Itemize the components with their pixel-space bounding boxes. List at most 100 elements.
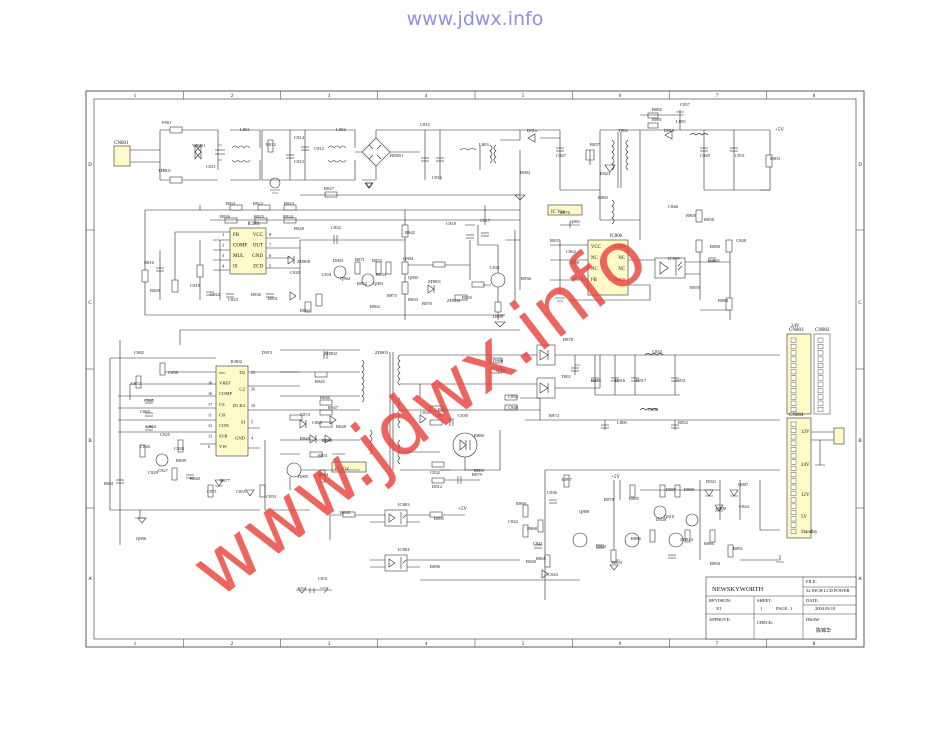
component-label: Q808 bbox=[579, 509, 590, 514]
component-label: Q802 bbox=[340, 276, 351, 281]
vcc-tag-1 bbox=[547, 204, 583, 216]
cn805-connector bbox=[833, 427, 845, 445]
component-label: D817 bbox=[636, 378, 647, 383]
connector-pin bbox=[790, 337, 797, 343]
component-label: R826 bbox=[220, 214, 231, 219]
component-label: IC809 bbox=[668, 256, 680, 261]
column-number: 2 bbox=[231, 94, 234, 99]
component-label: C826 bbox=[140, 444, 151, 449]
site-url[interactable]: www.jdwx.info bbox=[406, 8, 544, 30]
component-label: R885 bbox=[629, 496, 640, 501]
component-label: C863 bbox=[312, 420, 323, 425]
main-output-section bbox=[361, 344, 780, 484]
column-number: 4 bbox=[425, 94, 428, 99]
column-number: 6 bbox=[619, 642, 622, 647]
component-label: C839 bbox=[458, 413, 469, 418]
connector-pin bbox=[790, 434, 797, 440]
chip-pin-number: 3 bbox=[222, 253, 225, 258]
file-value: 32 INCH LCD POWER bbox=[806, 588, 850, 593]
connector-pin bbox=[817, 356, 824, 362]
resonant-section bbox=[109, 329, 520, 545]
row-letter: D bbox=[858, 163, 862, 168]
column-number: 3 bbox=[328, 642, 331, 647]
component-label: D805 bbox=[298, 474, 309, 479]
component-label: C852 bbox=[131, 381, 142, 386]
chip-pin-number: 11 bbox=[208, 412, 212, 417]
chip-pin-label: D2 bbox=[239, 370, 245, 375]
connector-pin bbox=[790, 459, 797, 465]
cn803-voltage-label: 24V bbox=[791, 324, 800, 329]
component-label: T804 bbox=[618, 128, 628, 133]
chip-pin-number: 4 bbox=[222, 264, 225, 269]
connector-pin bbox=[790, 503, 797, 509]
component-label: R874 bbox=[549, 413, 560, 418]
component-label: D806 bbox=[493, 358, 504, 363]
chip-pin-number: 4 bbox=[251, 436, 253, 441]
component-label: L801 bbox=[240, 127, 250, 132]
component-label: R840 bbox=[190, 476, 201, 481]
vcc-tag-3 bbox=[331, 461, 367, 473]
component-label: D816 bbox=[615, 378, 626, 383]
cn804-connector bbox=[786, 417, 812, 539]
connector-pin bbox=[790, 421, 797, 427]
component-label: C829 bbox=[148, 470, 159, 475]
component-label: R882 bbox=[652, 107, 663, 112]
component-label: C815 bbox=[420, 122, 431, 127]
component-label: L803 bbox=[479, 142, 489, 147]
component-label: R866 bbox=[704, 541, 715, 546]
connector-pin bbox=[790, 394, 797, 400]
chip-pin-label: FB bbox=[233, 233, 240, 238]
chip-pin-number: 8 bbox=[269, 232, 272, 237]
component-label: C847 bbox=[556, 153, 567, 158]
connector-pin bbox=[817, 400, 824, 406]
chip-ref: IC806 bbox=[610, 234, 623, 239]
component-label: VR801 bbox=[192, 143, 206, 148]
component-label: ZD803 bbox=[375, 350, 389, 355]
component-label: R857 bbox=[590, 142, 601, 147]
component-label: C865 bbox=[140, 409, 151, 414]
row-letter: A bbox=[858, 577, 862, 582]
row-letter: B bbox=[858, 439, 862, 444]
chip-pin-label: NC bbox=[591, 256, 598, 261]
component-label: Q806 bbox=[136, 536, 147, 541]
title-block: NEWSKYWORTH FILE: 32 INCH LCD POWER REVI… bbox=[705, 576, 857, 640]
component-label: R829 bbox=[150, 288, 161, 293]
component-label: C858 bbox=[168, 370, 179, 375]
component-label: C836 bbox=[547, 490, 558, 495]
connector-section bbox=[786, 333, 845, 539]
cn802-label: CN802 bbox=[815, 328, 830, 333]
component-label: Q805 bbox=[408, 275, 419, 280]
component-label: R850 bbox=[322, 438, 333, 443]
component-label: ZD808 bbox=[297, 259, 311, 264]
revision-value: X1 bbox=[716, 606, 722, 611]
component-label: R848 bbox=[336, 424, 347, 429]
component-label: D81x bbox=[527, 128, 538, 133]
chip-pin-number: 6 bbox=[269, 253, 272, 258]
component-label: C811 bbox=[206, 164, 216, 169]
sheet-label: SHEET: bbox=[757, 598, 772, 603]
component-label: R858 bbox=[704, 217, 715, 222]
component-label: R803 bbox=[770, 156, 781, 161]
component-label: R846 bbox=[320, 395, 331, 400]
component-label: R893 bbox=[612, 560, 623, 565]
component-label: R881 bbox=[652, 117, 663, 122]
connector-pin bbox=[790, 407, 797, 412]
ic804-box bbox=[384, 554, 408, 572]
chip-pin-number: 2 bbox=[222, 243, 224, 248]
sheet-value: 1 bbox=[760, 606, 762, 611]
component-label: R894 bbox=[710, 561, 721, 566]
component-label: C818 bbox=[446, 221, 457, 226]
component-label: C819 bbox=[190, 283, 201, 288]
component-label: D803 bbox=[333, 258, 344, 263]
component-label: R888 bbox=[684, 487, 695, 492]
component-label: IC810 bbox=[708, 258, 720, 263]
connector-pin bbox=[790, 388, 797, 394]
vcc-tag-3-text: IC Vcc bbox=[335, 467, 350, 472]
chip-pin-number: 16 bbox=[208, 391, 212, 396]
connector-pin bbox=[790, 528, 797, 534]
component-label: R853 bbox=[438, 407, 449, 412]
component-label: R880 bbox=[474, 433, 485, 438]
connector-pin bbox=[790, 344, 797, 349]
component-label: R868 bbox=[527, 526, 538, 531]
chip-pin-label: CON bbox=[219, 423, 229, 428]
